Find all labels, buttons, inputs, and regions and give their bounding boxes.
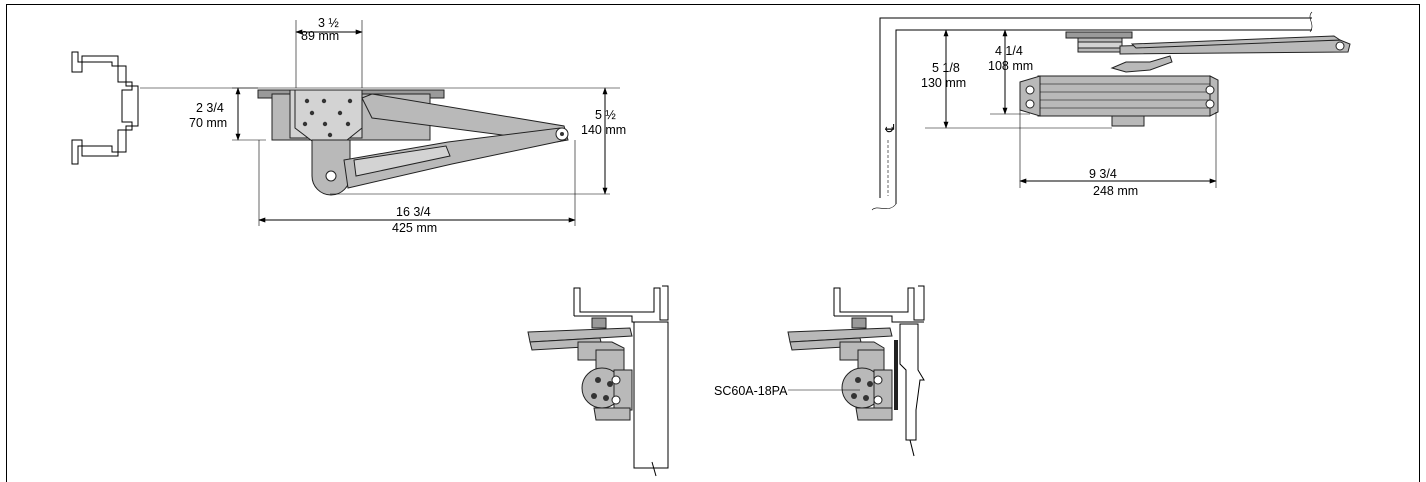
dim-inner-metric: 108 mm [988, 59, 1033, 73]
dim-top-imperial: 3 ½ [318, 16, 339, 30]
dim-inner-imperial: 4 1/4 [995, 44, 1023, 58]
drawing-frame [6, 4, 1420, 482]
dim-left-imperial: 2 3/4 [196, 101, 224, 115]
dim-body-metric: 248 mm [1093, 184, 1138, 198]
dim-bottom-imperial: 16 3/4 [396, 205, 431, 219]
closer-body [1037, 75, 1211, 117]
dim-body-imperial: 9 3/4 [1089, 167, 1117, 181]
callout-label: SC60A-18PA [714, 384, 788, 398]
top-right-view: ℄ 5 1/8 130 mm 4 1/4 108 mm 9 3/4 [871, 11, 1351, 211]
centerline-symbol: ℄ [883, 123, 897, 133]
dim-left-metric: 70 mm [189, 116, 227, 130]
bottom-left-view [527, 285, 669, 477]
main-arm [361, 93, 569, 143]
forearm [343, 127, 567, 189]
dim-top-metric: 89 mm [301, 29, 339, 43]
dim-outer-imperial: 5 1/8 [932, 61, 960, 75]
door-frame-profile [71, 51, 139, 165]
top-left-view: 3 ½ 89 mm 2 3/4 70 mm 5 ½ 140 mm 16 3/4 … [71, 16, 626, 235]
dim-right-metric: 140 mm [581, 123, 626, 137]
bottom-right-view: SC60A-18PA [714, 285, 925, 457]
dim-outer-metric: 130 mm [921, 76, 966, 90]
dim-bottom-metric: 425 mm [392, 221, 437, 235]
dim-right-imperial: 5 ½ [595, 108, 616, 122]
pivot-lug [311, 139, 351, 196]
